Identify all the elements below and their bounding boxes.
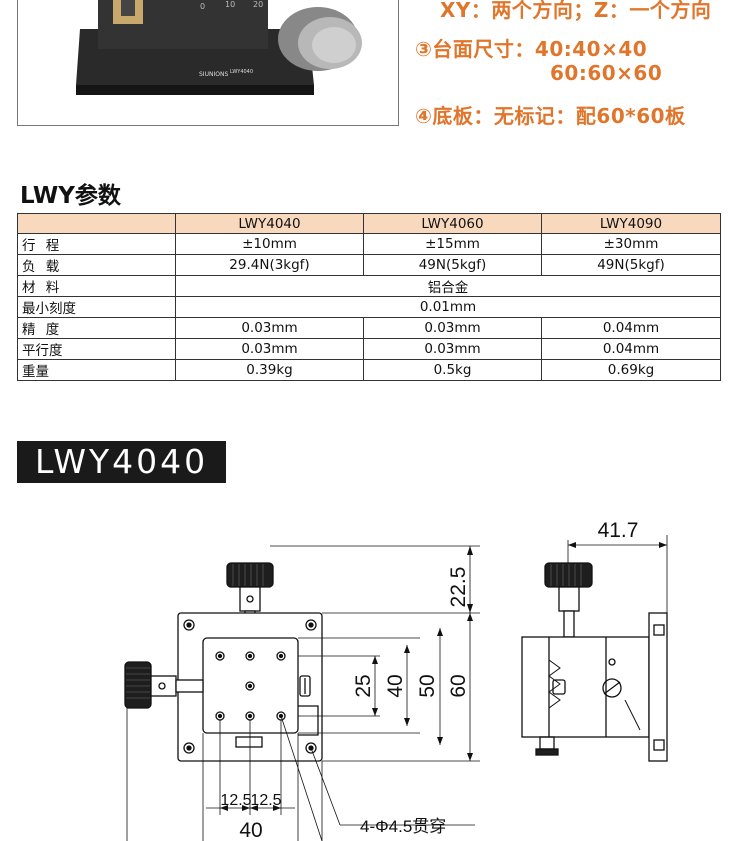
cell-value: 49N(5kgf) (541, 254, 721, 276)
feature-direction: XY：两个方向；Z：一个方向 (440, 0, 712, 22)
row-label-stroke: 行 程 (17, 233, 176, 255)
dim-50: 50 (416, 674, 439, 697)
spec-section-title: LWY参数 (20, 183, 121, 209)
cell-value: ±15mm (363, 233, 542, 255)
cell-value: 0.69kg (541, 359, 721, 381)
cell-value: ±10mm (175, 233, 364, 255)
row-label-load: 负 载 (17, 254, 176, 276)
table-row: 平行度 0.03mm 0.03mm 0.04mm (17, 338, 721, 360)
scale-label-20: 20 (253, 0, 263, 9)
row-label-min-scale: 最小刻度 (17, 296, 176, 318)
spec-table: LWY4040 LWY4060 LWY4090 行 程 ±10mm ±15mm … (17, 213, 721, 381)
cell-value: 0.03mm (363, 338, 542, 360)
scale-label-10: 10 (225, 0, 235, 9)
cell-value: 0.04mm (541, 317, 721, 339)
row-label-weight: 重量 (17, 359, 176, 381)
feature-table-size-2: 60:60×60 (550, 61, 663, 85)
top-knob-icon (226, 562, 274, 588)
hole-note: 4-Φ4.5贯穿 (360, 817, 446, 836)
stage-photo-illustration: 0 10 20 SIUNIONS LWY4040 (76, 0, 362, 95)
row-label-material: 材 料 (17, 275, 176, 297)
spec-header-lwy4040: LWY4040 (175, 213, 364, 234)
dim-60: 60 (447, 674, 470, 697)
cell-value-merged: 铝合金 (175, 275, 721, 297)
model-banner: LWY4040 (17, 441, 226, 483)
spec-header-blank (17, 213, 176, 234)
dim-12-5-right: 12.5 (250, 792, 281, 809)
side-knob-icon (124, 661, 152, 709)
cell-value: 0.03mm (363, 317, 542, 339)
spec-header-lwy4090: LWY4090 (541, 213, 721, 234)
cell-value: 0.39kg (175, 359, 364, 381)
table-row: 最小刻度 0.01mm (17, 296, 721, 318)
table-row: 重量 0.39kg 0.5kg 0.69kg (17, 359, 721, 381)
technical-drawing: 41.7 22.5 25 40 50 60 12.5 12.5 40 4-Φ4.… (124, 519, 668, 841)
spec-header-lwy4060: LWY4060 (363, 213, 542, 234)
cell-value: 29.4N(3kgf) (175, 254, 364, 276)
dim-41-7: 41.7 (598, 519, 639, 542)
feature-table-size: ③台面尺寸：40:40×40 (415, 37, 648, 61)
row-label-accuracy: 精 度 (17, 317, 176, 339)
cell-value: 0.03mm (175, 338, 364, 360)
row-label-parallelism: 平行度 (17, 338, 176, 360)
table-row: 材 料 铝合金 (17, 275, 721, 297)
dim-40-horizontal: 40 (239, 819, 262, 841)
table-row: 精 度 0.03mm 0.03mm 0.04mm (17, 317, 721, 339)
product-photo: 0 10 20 SIUNIONS LWY4040 (17, 0, 399, 126)
side-view-knob-icon (544, 562, 593, 588)
cell-value: 0.04mm (541, 338, 721, 360)
dim-40-vertical: 40 (384, 674, 407, 697)
cell-value: 0.03mm (175, 317, 364, 339)
brand-mark: SIUNIONS (199, 71, 228, 78)
model-mark: LWY4040 (230, 69, 253, 75)
cell-value: ±30mm (541, 233, 721, 255)
cell-value: 49N(5kgf) (363, 254, 542, 276)
feature-base-plate: ④底板：无标记：配60*60板 (415, 104, 686, 128)
dim-12-5-left: 12.5 (220, 792, 251, 809)
table-row: 负 载 29.4N(3kgf) 49N(5kgf) 49N(5kgf) (17, 254, 721, 276)
scale-label-0: 0 (200, 2, 205, 11)
dim-25: 25 (352, 674, 375, 697)
dim-22-5: 22.5 (447, 567, 470, 608)
cell-value: 0.5kg (363, 359, 542, 381)
spec-table-header-row: LWY4040 LWY4060 LWY4090 (17, 213, 721, 234)
cell-value-merged: 0.01mm (175, 296, 721, 318)
table-row: 行 程 ±10mm ±15mm ±30mm (17, 233, 721, 255)
